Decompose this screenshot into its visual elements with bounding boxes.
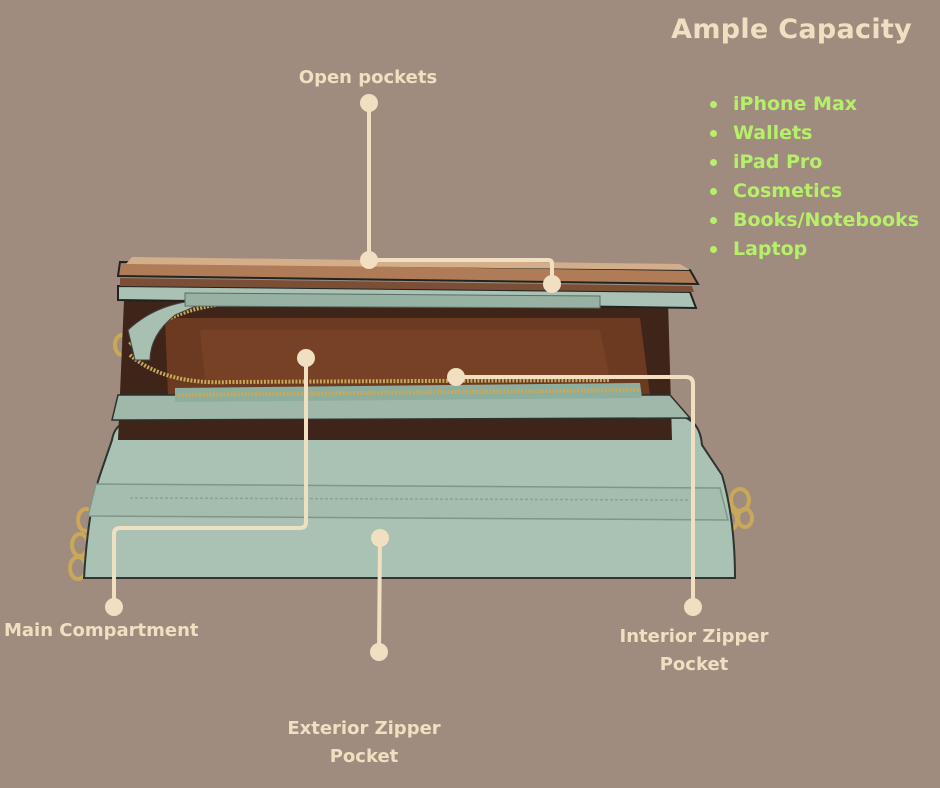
list-item: iPad Pro — [708, 148, 919, 177]
page-title: Ample Capacity — [671, 14, 912, 45]
interior-zipper-pocket-label: Interior Zipper Pocket — [606, 623, 782, 679]
bullet-icon — [710, 101, 717, 108]
bullet-icon — [710, 188, 717, 195]
exterior-zipper-connector — [377, 536, 382, 654]
interior-zipper-dot-start — [447, 368, 465, 386]
list-item-label: Laptop — [733, 238, 808, 260]
list-item: iPhone Max — [708, 90, 919, 119]
list-item-label: Cosmetics — [733, 180, 843, 202]
exterior-zipper-pocket-label: Exterior Zipper Pocket — [276, 715, 452, 771]
main-compartment-dot-end — [105, 598, 123, 616]
open-pockets-label: Open pockets — [298, 67, 438, 88]
list-item-label: Wallets — [733, 122, 813, 144]
capacity-list: iPhone Max Wallets iPad Pro Cosmetics Bo… — [708, 90, 919, 264]
bullet-icon — [710, 130, 717, 137]
list-item: Cosmetics — [708, 177, 919, 206]
bullet-icon — [710, 246, 717, 253]
main-compartment-connector — [112, 356, 308, 609]
bullet-icon — [710, 159, 717, 166]
exterior-zipper-dot-start — [371, 529, 389, 547]
open-pockets-connector — [367, 101, 554, 286]
list-item-label: Books/Notebooks — [733, 209, 920, 231]
open-pockets-dot-top — [360, 94, 378, 112]
exterior-zipper-label-line2: Pocket — [329, 746, 399, 767]
main-zipper — [128, 295, 601, 347]
open-pockets-dot-pocket — [543, 275, 561, 293]
main-compartment-dot-start — [297, 349, 315, 367]
list-item: Wallets — [708, 119, 919, 148]
list-item: Books/Notebooks — [708, 206, 919, 235]
bag-front-band — [87, 483, 729, 521]
interior-zipper-label-line2: Pocket — [659, 654, 729, 675]
exterior-zipper-dot-end — [370, 643, 388, 661]
exterior-zipper-label-line1: Exterior Zipper — [287, 718, 441, 739]
list-item: Laptop — [708, 235, 919, 264]
list-item-label: iPhone Max — [733, 93, 858, 115]
list-item-label: iPad Pro — [733, 151, 823, 173]
interior-zipper-connector — [454, 375, 695, 609]
bullet-icon — [710, 217, 717, 224]
open-pockets-dot-end — [360, 251, 378, 269]
interior-zipper-dot-end — [684, 598, 702, 616]
interior-zipper-label-line1: Interior Zipper — [619, 626, 769, 647]
main-compartment-label: Main Compartment — [4, 620, 199, 641]
